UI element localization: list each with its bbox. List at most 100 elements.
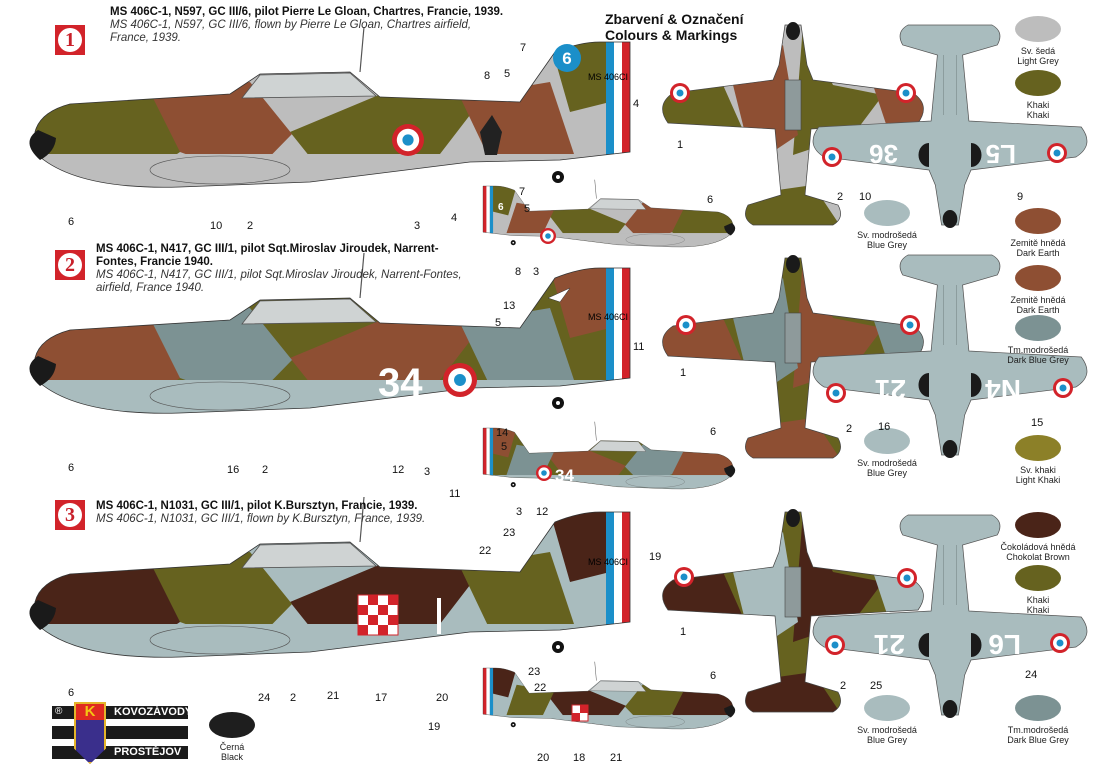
swatch-label-cz: Černá (219, 742, 245, 752)
header-cz: Zbarvení & Označení (605, 11, 744, 27)
callout-number: 4 (633, 98, 640, 110)
swatch-label-en: Dark Earth (1016, 248, 1060, 258)
swatch-label-en: Dark Blue Grey (1007, 355, 1069, 365)
swatch-label-cz: Zemitě hnědá (1010, 238, 1066, 248)
callout-number: 16 (227, 464, 240, 476)
swatch-label-cz: Tm.modrošedá (1007, 345, 1069, 355)
callout-number: 9 (1017, 191, 1024, 203)
callout-number: 23 (503, 527, 516, 539)
small-fuselage-code: 34 (555, 466, 574, 485)
tail-code: 6 (562, 49, 571, 68)
swatch-label-en: Light Khaki (1015, 475, 1061, 485)
callout-number: 20 (436, 692, 449, 704)
callout-number: 2 (247, 220, 254, 232)
swatch-label-en: Khaki (1026, 110, 1050, 120)
callout-number: 24 (1025, 669, 1038, 681)
swatch-label-cz: Sv. modrošedá (857, 230, 917, 240)
callout-number: 5 (504, 68, 511, 80)
swatch-color (1015, 565, 1061, 591)
polish-checkerboard (357, 594, 399, 636)
swatch-color (864, 200, 910, 226)
swatch-color (864, 695, 910, 721)
callout-number: 7 (520, 42, 527, 54)
swatch-color (209, 712, 255, 738)
swatch-label-cz: Sv. šedá (1020, 46, 1056, 56)
callout-number: 23 (528, 666, 541, 678)
callout-number: 2 (840, 680, 847, 692)
callout-number: 11 (633, 341, 645, 353)
under-code-left: 36 (869, 139, 898, 169)
callout-number: 18 (573, 752, 586, 764)
top-view-3 (653, 507, 933, 717)
side-profile-2: 34 MS 406CI (20, 253, 640, 430)
swatch-label-cz: Sv. khaki (1020, 465, 1056, 475)
callout-number: 8 (484, 70, 491, 82)
swatch-label-cz: Tm.modrošedá (1007, 725, 1069, 735)
swatch-label-en: Chokolat Brown (1006, 552, 1070, 562)
callout-number: 6 (68, 462, 75, 474)
callout-number: 10 (859, 191, 872, 203)
badge-number: 2 (58, 253, 82, 277)
callout-number: 13 (503, 300, 516, 312)
header-en: Colours & Markings (605, 27, 738, 43)
callout-number: 19 (428, 721, 441, 733)
callout-number: 8 (515, 266, 522, 278)
callout-number: 2 (262, 464, 269, 476)
callout-number: 2 (846, 423, 853, 435)
callout-number: 25 (870, 680, 883, 692)
scheme-badge-1: 1 (55, 25, 85, 55)
scheme-title-1: MS 406C-1, N597, GC III/6, pilot Pierre … (110, 6, 510, 45)
callout-number: 1 (680, 367, 687, 379)
swatch-label-en: Blue Grey (866, 240, 908, 250)
swatch-color (1015, 16, 1061, 42)
callout-number: 3 (516, 506, 523, 518)
under-code-right: L5 (986, 139, 1016, 169)
under-code-left: 21 (874, 629, 905, 660)
callout-number: 6 (710, 426, 717, 438)
callout-number: 12 (392, 464, 405, 476)
small-profile-3 (479, 662, 739, 736)
scheme-title-2: MS 406C-1, N417, GC III/1, pilot Sqt.Mir… (96, 243, 476, 295)
under-view-3: 21 L6 (812, 514, 1088, 719)
logo-line1: KOVOZÁVODY (52, 706, 192, 719)
swatch-color (1015, 315, 1061, 341)
callout-number: 3 (414, 220, 421, 232)
tail-text: MS 406CI (588, 72, 628, 82)
side-profile-1: 6 MS 406CI (20, 27, 640, 204)
under-code-left: 21 (875, 374, 906, 405)
swatch-label-cz: Khaki (1026, 595, 1050, 605)
callout-number: 10 (210, 220, 223, 232)
swatch-label-en: Black (220, 752, 243, 762)
swatch-color (1015, 208, 1061, 234)
swatch-label-cz: Khaki (1026, 100, 1050, 110)
callout-number: 1 (680, 626, 687, 638)
swatch-color (1015, 512, 1061, 538)
title-cz: MS 406C-1, N597, GC III/6, pilot Pierre … (110, 6, 504, 18)
callout-number: 17 (375, 692, 388, 704)
small-profile-2: 34 (479, 422, 739, 496)
scheme-badge-2: 2 (55, 250, 85, 280)
title-cz: MS 406C-1, N1031, GC III/1, pilot K.Burs… (96, 500, 418, 512)
section-header: Zbarvení & Označení Colours & Markings (605, 11, 743, 43)
callout-number: 22 (534, 682, 547, 694)
swatch-color (1015, 695, 1061, 721)
swatch-label-en: Blue Grey (866, 735, 908, 745)
small-profile-1: 6 (479, 180, 739, 254)
under-code-right: L6 (988, 629, 1021, 660)
callout-number: 5 (501, 441, 508, 453)
swatch-color (1015, 265, 1061, 291)
tail-text: MS 406CI (588, 557, 628, 567)
swatch-label-en: Dark Blue Grey (1007, 735, 1069, 745)
callout-number: 6 (707, 194, 714, 206)
title-cz: MS 406C-1, N417, GC III/1, pilot Sqt.Mir… (96, 243, 439, 268)
callout-number: 1 (677, 139, 684, 151)
